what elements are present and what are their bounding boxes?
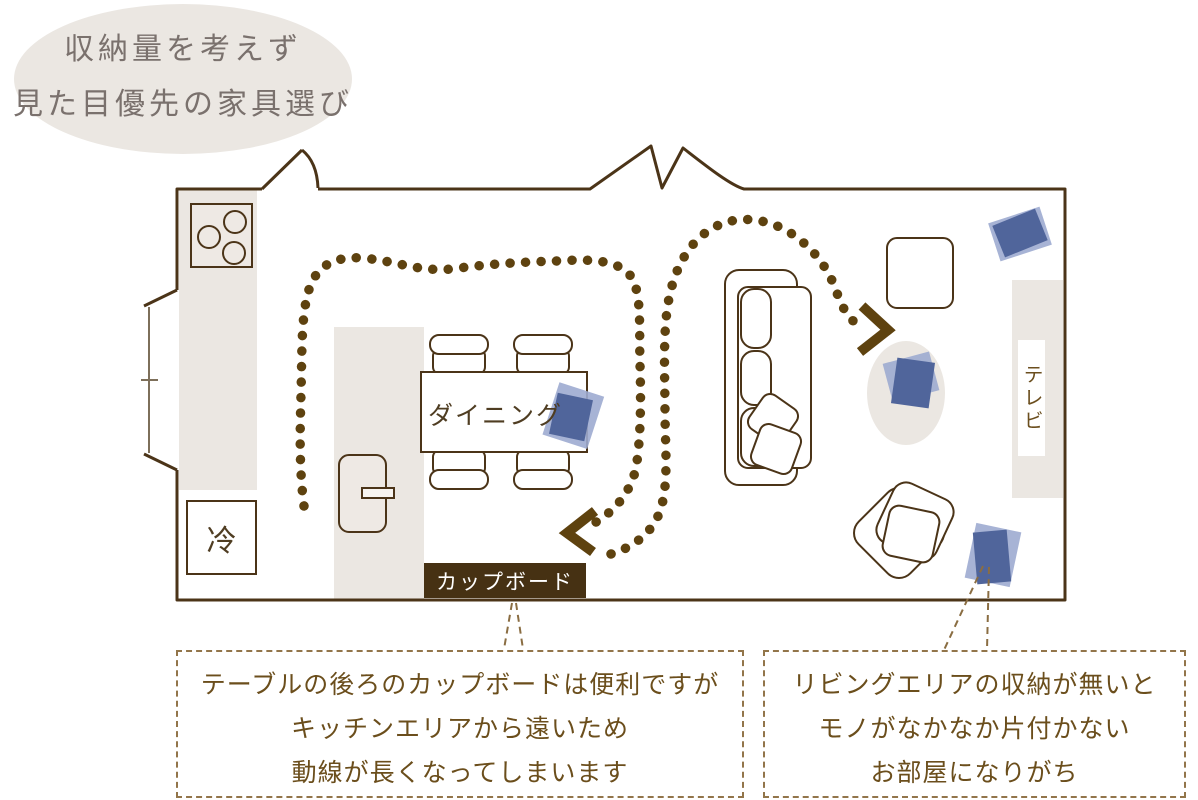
cupboard-note-box: テーブルの後ろのカップボードは便利ですが キッチンエリアから遠いため 動線が長く… — [176, 650, 744, 798]
connector-cupboard-note — [503, 602, 524, 650]
wall-outline — [175, 144, 1067, 602]
page-title-line2: 見た目優先の家具選び — [13, 88, 353, 121]
living-note-line1: リビングエリアの収納が無いと — [792, 671, 1157, 699]
movement-path-cupboard-to-living — [606, 214, 896, 559]
clutter-item-rug — [882, 351, 940, 409]
arrow-right-icon — [856, 302, 896, 356]
refrigerator — [186, 500, 257, 575]
page-title-line1: 収納量を考えず — [64, 33, 302, 66]
cabinet-door-item — [338, 454, 395, 533]
clutter-item-dining — [542, 382, 605, 450]
window-icon — [141, 288, 178, 472]
door-icon — [260, 148, 320, 191]
living-note-line2: モノがなかなか片付かない — [818, 715, 1131, 743]
page-title: 収納量を考えず 見た目優先の家具選び — [0, 22, 366, 132]
living-note-line3: お部屋になりがち — [870, 759, 1079, 787]
sofa — [724, 269, 812, 486]
cupboard-label: カップボード — [424, 563, 586, 598]
cupboard-note-line1: テーブルの後ろのカップボードは便利ですが — [200, 671, 720, 699]
floor-cushions — [853, 481, 955, 579]
movement-path-kitchen-to-cupboard — [295, 253, 646, 557]
connector-living-note — [943, 565, 990, 651]
clutter-item-top-right — [988, 206, 1052, 262]
side-table — [886, 237, 954, 309]
stove-icon — [190, 203, 253, 268]
arrow-down-left-icon — [558, 507, 599, 557]
tv-label: テレビ — [1018, 340, 1045, 456]
cupboard-note-line3: 動線が長くなってしまいます — [291, 759, 629, 787]
clutter-item-bottom-right — [964, 522, 1022, 588]
title-background-blob — [14, 4, 352, 154]
refrigerator-label: 冷 — [206, 524, 237, 558]
dining-label: ダイニング — [428, 402, 564, 430]
living-note-box: リビングエリアの収納が無いと モノがなかなか片付かない お部屋になりがち — [763, 650, 1186, 798]
cupboard-note-line2: キッチンエリアから遠いため — [290, 715, 629, 743]
